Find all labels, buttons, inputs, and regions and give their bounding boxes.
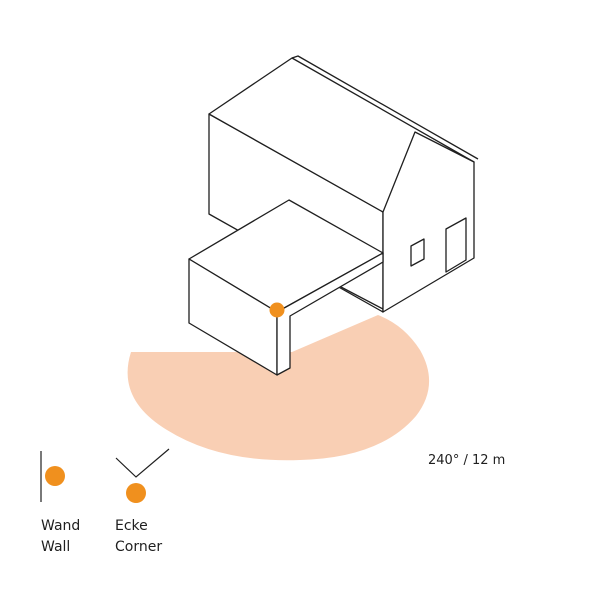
wall-label-de: Wand [41, 518, 81, 534]
detection-area [127, 315, 430, 461]
coverage-spec-label: 240° / 12 m [428, 453, 506, 468]
roof-ridge-line [291, 55, 479, 160]
corner-label-de: Ecke [115, 518, 148, 534]
garage-front [276, 252, 384, 376]
wall-mount-sensor-icon [45, 466, 65, 486]
corner-mount-lines [115, 448, 170, 478]
house [188, 55, 479, 376]
sensor-dot [269, 302, 285, 318]
corner-label-en: Corner [115, 539, 163, 555]
door [445, 217, 467, 273]
wall-label-en: Wall [41, 539, 71, 555]
window [410, 238, 425, 267]
corner-mount-sensor-icon [126, 483, 146, 503]
garage-opening-edge [340, 286, 384, 310]
